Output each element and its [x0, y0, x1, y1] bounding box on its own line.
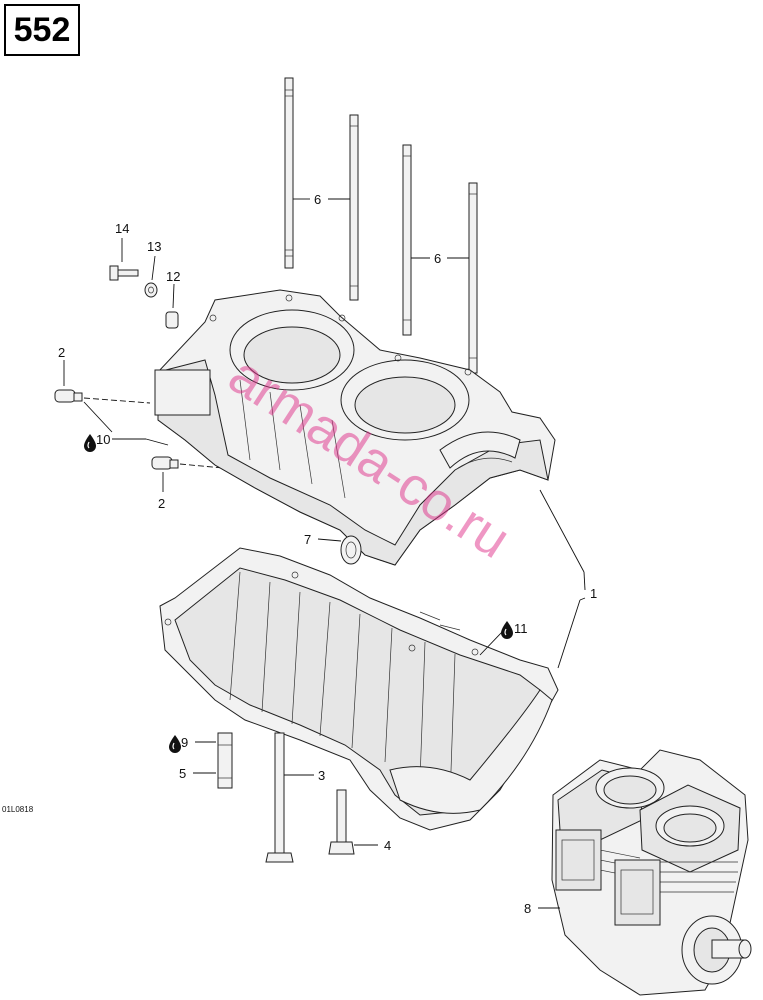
drop-icon [84, 434, 96, 452]
bolt-3[interactable] [265, 732, 294, 863]
callout-2-upper: 2 [58, 345, 65, 360]
callout-4: 4 [384, 838, 391, 853]
callout-12: 12 [166, 269, 180, 284]
crankcase-upper-half[interactable] [154, 289, 556, 566]
stud-9-5[interactable] [217, 732, 233, 789]
callout-6-right: 6 [434, 251, 441, 266]
callout-14: 14 [115, 221, 129, 236]
stud-long-1[interactable] [284, 77, 294, 269]
engine-assembly-8[interactable] [551, 749, 752, 996]
callout-2-lower: 2 [158, 496, 165, 511]
drawing-code: 01L0818 [2, 805, 34, 814]
page-number: 552 [4, 4, 80, 56]
callout-9: 9 [181, 735, 188, 750]
washer-13[interactable] [144, 282, 158, 298]
screw-14[interactable] [109, 265, 139, 281]
callout-3: 3 [318, 768, 325, 783]
plug-2-lower[interactable] [151, 456, 179, 470]
callout-11: 11 [514, 621, 528, 636]
crankcase-lower-half[interactable] [159, 547, 559, 831]
bolt-4[interactable] [328, 789, 355, 855]
callout-1: 1 [590, 586, 597, 601]
callout-5: 5 [179, 766, 186, 781]
plug-12[interactable] [165, 311, 179, 329]
callout-6-left: 6 [314, 192, 321, 207]
callout-10: 10 [96, 432, 110, 447]
plug-2-upper[interactable] [54, 389, 83, 403]
seal-7[interactable] [340, 535, 362, 565]
drop-icon [169, 735, 181, 753]
callout-8: 8 [524, 901, 531, 916]
callout-7: 7 [304, 532, 311, 547]
stud-long-2[interactable] [349, 114, 359, 301]
stud-long-4[interactable] [468, 182, 478, 374]
drop-icon [501, 621, 513, 639]
callout-13: 13 [147, 239, 161, 254]
stud-long-3[interactable] [402, 144, 412, 336]
